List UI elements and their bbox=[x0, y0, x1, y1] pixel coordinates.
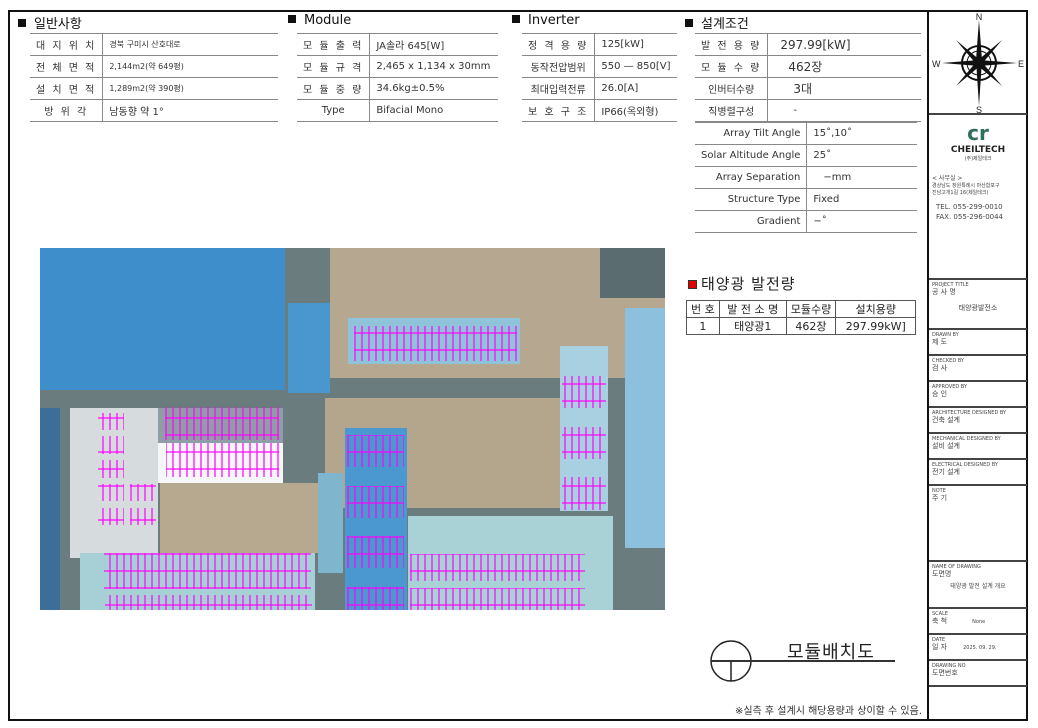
aerial-site-photo bbox=[40, 248, 665, 610]
roof-building bbox=[40, 248, 285, 390]
svg-text:W: W bbox=[932, 59, 941, 69]
fax: FAX. 055-296-0044 bbox=[936, 213, 1004, 221]
general-heading: 일반사항 bbox=[18, 13, 82, 32]
design-heading: 설계조건 bbox=[685, 13, 749, 32]
svg-text:E: E bbox=[1018, 59, 1024, 69]
note-text: ※실측 후 설계시 해당용량과 상이할 수 있음. bbox=[734, 706, 922, 717]
solar-panel-layout bbox=[98, 326, 606, 610]
cheiltech-logo-icon: cr bbox=[967, 121, 989, 145]
company-block: cr CHEILTECH (주)제일테크 < 사무실 > 경상남도 창원특례시 … bbox=[929, 113, 1027, 278]
drawing-title-symbol-icon bbox=[710, 640, 895, 682]
address-2: 진남고개1길 16(제일테크) bbox=[932, 190, 989, 196]
compass-rose-icon: N S W E bbox=[929, 10, 1027, 115]
company-sub: (주)제일테크 bbox=[964, 156, 992, 162]
module-heading: Module bbox=[288, 13, 351, 28]
red-square-marker-icon bbox=[688, 280, 697, 289]
office-label: < 사무실 > bbox=[932, 175, 963, 182]
blank-cell bbox=[929, 685, 1027, 720]
drawing-frame bbox=[8, 10, 1028, 721]
titleblock-divider bbox=[927, 10, 929, 721]
svg-text:N: N bbox=[976, 12, 983, 22]
address-1: 경상남도 창원특례시 마산합포구 bbox=[932, 183, 1000, 189]
inverter-heading: Inverter bbox=[512, 13, 580, 28]
company-name: CHEILTECH bbox=[950, 145, 1006, 155]
drawing-title: 모듈배치도 bbox=[787, 642, 875, 663]
generation-heading: 태양광 발전량 bbox=[688, 273, 796, 294]
tel: TEL. 055-299-0010 bbox=[936, 203, 1003, 211]
svg-text:S: S bbox=[976, 105, 982, 113]
